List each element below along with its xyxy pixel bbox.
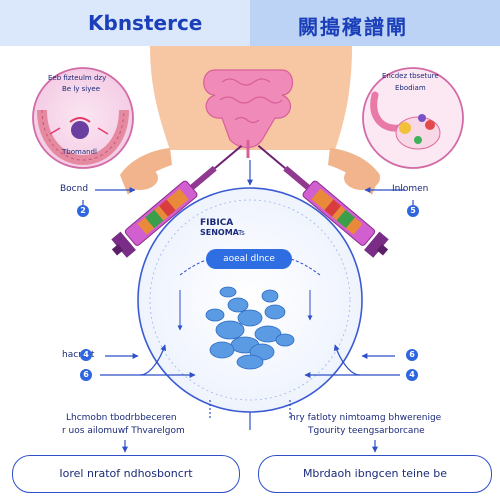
center-pill-label: aoeal dlnce: [206, 249, 292, 269]
left-inset-line2: Be ly siyee: [62, 85, 100, 93]
lower-right-line2: Tgourity teengsarborcane: [308, 426, 425, 436]
header-left-panel: Kbnsterce: [0, 0, 250, 46]
left-syringe: [111, 144, 243, 258]
central-circle: [137, 187, 363, 413]
intestines-illustration: [203, 69, 294, 158]
center-heading-1: FIBICA: [200, 218, 234, 228]
bottom-right-box: Mbrdaoh ibngcen teine be: [258, 455, 492, 493]
bottom-left-box: Iorel nratof ndhosboncrt: [12, 455, 240, 493]
left-inset-line1: Eeb fizteulm dzy: [48, 74, 107, 82]
right-step-badge: 5: [407, 205, 419, 217]
left-inset-label: Tbomandl: [62, 148, 97, 156]
lower-left-line2: r uos ailomuwf Thvarelgom: [62, 426, 185, 436]
right-inset-line2: Ebodiam: [395, 84, 426, 92]
header-right-title: 闕搗穦譜閘: [298, 15, 408, 39]
center-heading-2: SENOMA: [200, 228, 239, 237]
left-inset-circle: [32, 67, 134, 169]
mid-left-label: hacrtet: [62, 350, 95, 360]
right-inset-line1: Encdez tbseture: [382, 72, 439, 80]
microbe-cluster: [205, 286, 295, 370]
mid-left-badge-a: 4: [80, 349, 92, 361]
lower-left-line1: Lhcmobn tbodrbbeceren: [66, 413, 177, 423]
left-step-badge: 2: [77, 205, 89, 217]
header-left-title: Kbnsterce: [88, 11, 203, 35]
header-right-panel: 闕搗穦譜閘: [250, 0, 500, 46]
mid-left-badge-b: 6: [80, 369, 92, 381]
center-heading-2-suffix: Ts: [238, 229, 245, 237]
right-syringe: [257, 144, 389, 258]
mid-right-badge-b: 4: [406, 369, 418, 381]
right-side-label: Inlomen: [392, 184, 429, 194]
mid-right-badge-a: 6: [406, 349, 418, 361]
right-inset-circle: [362, 67, 464, 169]
lower-right-line1: hry fatloty nimtoamg bhwerenige: [290, 413, 442, 423]
left-side-label: Bocnd: [60, 184, 89, 194]
